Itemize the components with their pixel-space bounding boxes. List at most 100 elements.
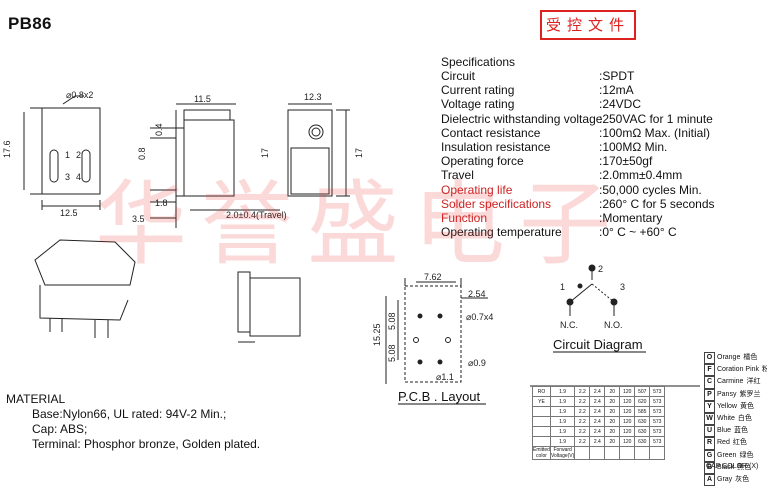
- cap-color-code: O: [704, 352, 715, 365]
- led-table-cell: 2.2: [574, 406, 591, 417]
- dim-12-5: 12.5: [60, 208, 78, 218]
- dim-0-9: ⌀0.9: [468, 358, 486, 368]
- led-table-cell: 20: [604, 416, 621, 427]
- cap-color-name: White: [717, 415, 735, 423]
- cap-color-name: Orange: [717, 354, 741, 361]
- dim-7-62: 7.62: [424, 272, 442, 282]
- pin-label-2: 2: [76, 150, 81, 160]
- led-table-cell: 2.4: [589, 386, 606, 397]
- spec-label: Contact resistance: [441, 125, 541, 140]
- spec-value: :2.0mm±0.4mm: [599, 168, 683, 183]
- spec-label: Travel: [441, 168, 474, 183]
- led-table-cell: Forward Voltage(V): [549, 446, 576, 460]
- led-table-cell: 120: [619, 436, 636, 447]
- cap-color-cn: 红色: [732, 439, 747, 447]
- led-table-cell: 573: [649, 436, 666, 447]
- led-table-cell: 573: [649, 386, 666, 397]
- led-table-cell: 2.2: [574, 416, 591, 427]
- dim-15-25: 15.25: [372, 323, 382, 346]
- circuit-diagram-caption: Circuit Diagram: [553, 337, 643, 352]
- dim-3-5: 3.5: [132, 214, 145, 224]
- dim-0-4: 0.4: [154, 123, 164, 136]
- led-table-cell: 2.4: [589, 396, 606, 407]
- led-table-cell: 585: [634, 406, 651, 417]
- dim-5-08b: 5.08: [387, 344, 397, 362]
- dim-0-8: 0.8: [137, 147, 147, 160]
- led-table-cell: 2.4: [589, 416, 606, 427]
- led-table-cell: 2.2: [574, 386, 591, 397]
- spec-label: Solder specifications: [441, 196, 552, 211]
- cap-color-cn: 蓝色: [734, 427, 749, 435]
- cap-color-label: CAP COLOR (X): [706, 463, 759, 470]
- pin-label-3: 3: [65, 172, 70, 182]
- cap-color-code: C: [704, 376, 715, 389]
- led-table-cell: 630: [634, 426, 651, 437]
- led-table-cell: [604, 446, 621, 460]
- led-table-cell: 2.4: [589, 426, 606, 437]
- spec-label: Function: [441, 211, 488, 225]
- cap-color-name: Coration Pink: [717, 366, 760, 374]
- circuit-pin-3: 3: [620, 282, 625, 292]
- spec-value: :170±50gf: [599, 154, 653, 169]
- spec-label: Operating temperature: [441, 225, 562, 240]
- circuit-no: N.O.: [604, 320, 623, 330]
- led-table-cell: 507: [634, 386, 651, 397]
- led-table-cell: 573: [649, 426, 666, 437]
- cap-color-cn: 橘色: [743, 354, 758, 361]
- spec-label: Voltage rating: [441, 97, 515, 112]
- led-table-cell: [589, 446, 606, 460]
- cap-color-cn: 粉红: [762, 366, 767, 374]
- led-table-cell: 1.9: [549, 436, 576, 447]
- dim-17a: 17: [260, 148, 270, 158]
- spec-value: :50,000 cycles Min.: [599, 182, 702, 197]
- cap-color-cn: 白色: [737, 415, 752, 423]
- led-table-cell: Emitted color: [532, 446, 551, 460]
- led-table-cell: 120: [619, 386, 636, 397]
- led-table-cell: 120: [619, 396, 636, 407]
- circuit-pin-1: 1: [560, 282, 565, 292]
- spec-label: Insulation resistance: [441, 140, 551, 154]
- cap-color-name: Black: [717, 463, 735, 471]
- led-table-cell: 1.9: [549, 406, 576, 417]
- material-line: Base:Nylon66, UL rated: 94V-2 Min.;: [32, 407, 227, 421]
- led-table-cell: [532, 416, 551, 427]
- dim-5-08a: 5.08: [387, 312, 397, 330]
- dim-17-6: 17.6: [2, 140, 12, 158]
- mechanical-drawing: ⌀0.8x2 11.5 12.3 17.6 12.5 0.8 0.4 1.8 3…: [2, 90, 700, 405]
- dim-11-5: 11.5: [194, 94, 211, 104]
- led-table-cell: 1.9: [549, 416, 576, 427]
- pcb-layout-caption: P.C.B . Layout: [398, 389, 481, 404]
- led-table-cell: [532, 426, 551, 437]
- dim-1-1: ⌀1.1: [436, 372, 454, 382]
- led-table-cell: 2.2: [574, 426, 591, 437]
- material-line: Terminal: Phosphor bronze, Golden plated…: [32, 437, 261, 451]
- side-view-lower: [249, 277, 301, 337]
- dim-travel: 2.0±0.4(Travel): [226, 210, 287, 220]
- led-table-cell: 620: [634, 396, 651, 407]
- led-table-cell: 2.2: [574, 436, 591, 447]
- spec-value: :12mA: [599, 83, 634, 98]
- led-table-cell: [649, 446, 666, 460]
- company-watermark: 华誉盛电子: [95, 171, 626, 278]
- led-table-cell: 20: [604, 406, 621, 417]
- cap-color-code: W: [704, 413, 715, 426]
- front-view-outline: [287, 109, 333, 197]
- dim-hole-4: ⌀0.7x4: [466, 312, 493, 322]
- cap-color-code: P: [704, 388, 715, 401]
- led-table-cell: YE: [532, 396, 551, 407]
- controlled-document-stamp: 受控文件: [540, 10, 636, 40]
- cap-color-name: Pansy: [717, 390, 737, 398]
- pin-label-4: 4: [76, 172, 81, 182]
